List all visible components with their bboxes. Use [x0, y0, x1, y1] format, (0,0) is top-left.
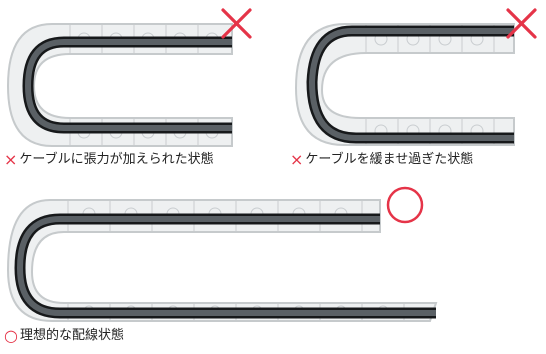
cross-mark: ×: [290, 150, 304, 169]
caption-text: ケーブルを緩ませ過ぎた状態: [305, 152, 474, 167]
caption-slack: × ケーブルを緩ませ過ぎた状態: [290, 152, 473, 168]
caption-tension: × ケーブルに張力が加えられた状態: [4, 152, 214, 168]
cable-core: [24, 39, 232, 131]
drag-chain-guide: [6, 199, 438, 322]
caption-text: ケーブルに張力が加えられた状態: [19, 152, 214, 167]
diagram-1-tension: [6, 8, 252, 147]
diagram-2-slack: [294, 8, 537, 146]
red-cross-icon: [221, 8, 252, 39]
red-cross-icon: [506, 8, 537, 39]
circle-mark: ○: [4, 326, 18, 345]
cross-mark: ×: [4, 150, 18, 169]
drag-chain-guide: [294, 23, 515, 146]
cable: [14, 213, 436, 319]
caption-ideal: ○ 理想的な配線状態: [4, 328, 124, 344]
diagram-3-ideal: [6, 186, 438, 322]
cable-core: [308, 28, 514, 141]
drag-chain-guide: [6, 23, 233, 147]
caption-text: 理想的な配線状態: [19, 328, 124, 343]
red-circle-icon: [386, 186, 424, 224]
cable-core: [16, 216, 436, 316]
